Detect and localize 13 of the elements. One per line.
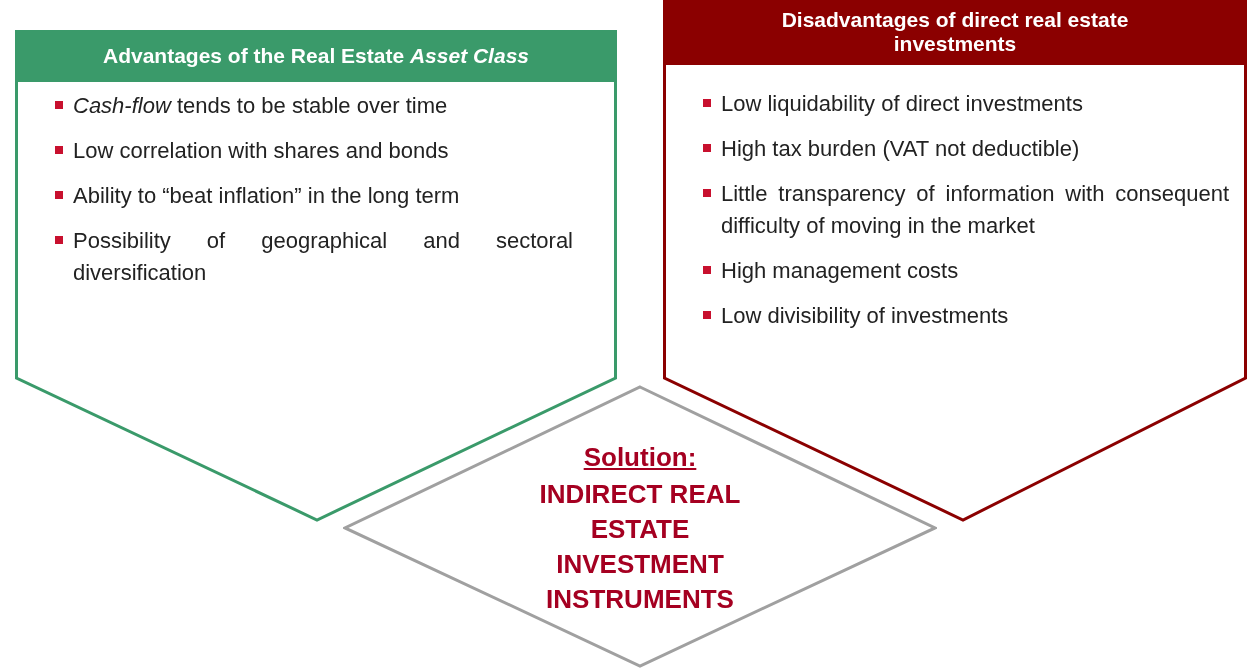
bullet-item: Ability to “beat inflation” in the long term — [53, 180, 573, 212]
header-band: Advantages of the Real Estate Asset Class — [15, 30, 617, 82]
bullet-item: High management costs — [701, 255, 1229, 287]
solution-label: Solution: — [583, 441, 697, 474]
header-band: Disadvantages of direct real estate investments — [663, 0, 1247, 65]
bullet-item: Possibility of geographical and sectoral diversification — [53, 225, 573, 289]
bullet-item: Low liquidability of direct investments — [701, 88, 1229, 120]
bullet-item: Little transparency of information with consequent difficulty of moving in the market — [701, 178, 1229, 242]
bullet-item: Low divisibility of investments — [701, 300, 1229, 332]
bullet-item: Cash-flow tends to be stable over time — [53, 90, 573, 122]
bullet-item: Low correlation with shares and bonds — [53, 135, 573, 167]
solution-text: INDIRECT REAL ESTATE INVESTMENT INSTRUMENTS — [538, 478, 742, 616]
bullet-item: High tax burden (VAT not deductible) — [701, 133, 1229, 165]
